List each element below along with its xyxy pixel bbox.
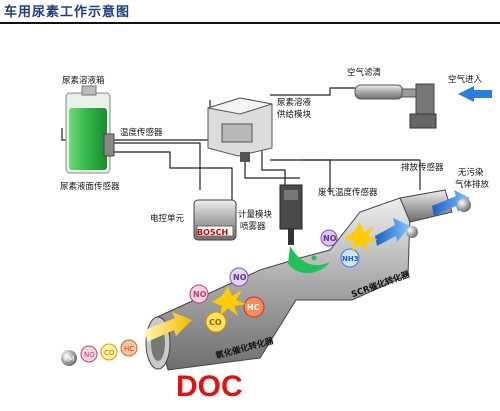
supply-module-label-2: 供给模块 <box>277 110 312 120</box>
clean-exhaust-arrow <box>432 190 470 216</box>
doc-caption: DOC <box>176 370 243 403</box>
level-sensor-label: 尿素液面传感器 <box>60 182 120 192</box>
bosch-logo: BOSCH <box>197 228 229 237</box>
urea-tank <box>65 85 115 174</box>
molecule-hc-1: HC <box>124 345 135 353</box>
ecu-label: 电控单元 <box>150 214 185 224</box>
clean-exhaust-label-2: 气体排放 <box>455 180 490 190</box>
molecule-co-2: CO <box>209 318 222 327</box>
ecu-box <box>193 199 237 241</box>
scr-outlet-arrow <box>375 218 410 246</box>
metering-label-2: 喷雾器 <box>240 222 266 232</box>
air-inlet-arrow <box>458 86 492 102</box>
metering-label-1: 计量模块 <box>238 210 273 220</box>
clean-gas-ball <box>457 198 471 212</box>
molecule-pm: PM <box>64 355 75 363</box>
molecule-no-2: NO <box>193 290 207 299</box>
molecule-hc-2: HC <box>247 303 260 312</box>
molecule-no-3: NO <box>233 273 247 282</box>
supply-module <box>207 97 273 162</box>
air-valve-shape <box>415 83 435 115</box>
inlet-flow-arrow <box>145 312 192 342</box>
air-filter-shape <box>354 84 404 100</box>
title-rule <box>0 22 500 24</box>
air-filter-label: 空气滤清 <box>347 68 382 78</box>
molecule-co-1: CO <box>104 349 115 357</box>
supply-module-label-1: 尿素溶液 <box>277 98 312 108</box>
molecule-nh3: NH3 <box>342 255 359 263</box>
molecule-balls <box>61 222 378 366</box>
emission-sensor-label: 排放传感器 <box>401 163 444 173</box>
temp-sensor-label: 温度传感器 <box>120 128 163 138</box>
air-inlet-label: 空气进入 <box>448 75 483 85</box>
molecule-no-4: NO <box>323 234 337 243</box>
exhaust-temp-sensor-label: 废气温度传感器 <box>318 188 378 198</box>
molecule-no-1: NO <box>84 351 95 359</box>
urea-tank-label: 尿素溶液箱 <box>62 76 105 86</box>
page-title: 车用尿素工作示意图 <box>4 5 131 20</box>
clean-exhaust-label-1: 无污染 <box>458 168 484 178</box>
metering-module <box>279 184 303 245</box>
